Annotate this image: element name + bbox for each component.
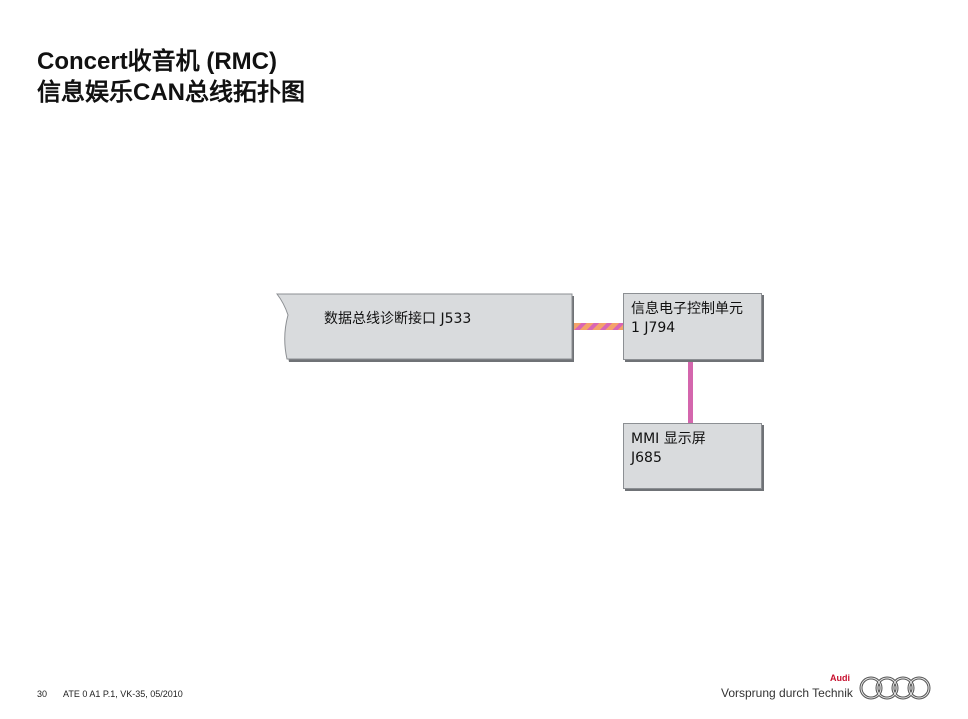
title-line-1: Concert收音机 (RMC) <box>37 48 277 75</box>
audi-rings-icon <box>859 676 931 700</box>
infotainment-can-bus-segment <box>574 323 624 330</box>
document-reference: ATE 0 A1 P.1, VK-35, 05/2010 <box>63 689 183 699</box>
gateway-j533-label: 数据总线诊断接口 J533 <box>324 311 472 327</box>
j685-label-line-2: J685 <box>631 450 662 466</box>
mmi-bus-segment <box>688 359 693 424</box>
audi-brand-text: Audi <box>830 673 850 683</box>
title-line-2: 信息娱乐CAN总线拓扑图 <box>37 79 305 106</box>
page-title: Concert收音机 (RMC) 信息娱乐CAN总线拓扑图 <box>37 46 305 108</box>
page-number: 30 <box>37 689 48 699</box>
audi-slogan: Vorsprung durch Technik <box>721 686 853 700</box>
j794-label-line-2: 1 J794 <box>631 320 676 336</box>
gateway-shape <box>276 293 574 362</box>
footer-reference: 30 ATE 0 A1 P.1, VK-35, 05/2010 <box>37 689 183 699</box>
j794-control-unit-node: 信息电子控制单元 1 J794 <box>623 293 762 360</box>
j685-display-node: MMI 显示屏 J685 <box>623 423 762 489</box>
j794-label-line-1: 信息电子控制单元 <box>631 301 743 317</box>
j685-label-line-1: MMI 显示屏 <box>631 431 706 447</box>
gateway-j533-node: 数据总线诊断接口 J533 <box>276 293 574 362</box>
